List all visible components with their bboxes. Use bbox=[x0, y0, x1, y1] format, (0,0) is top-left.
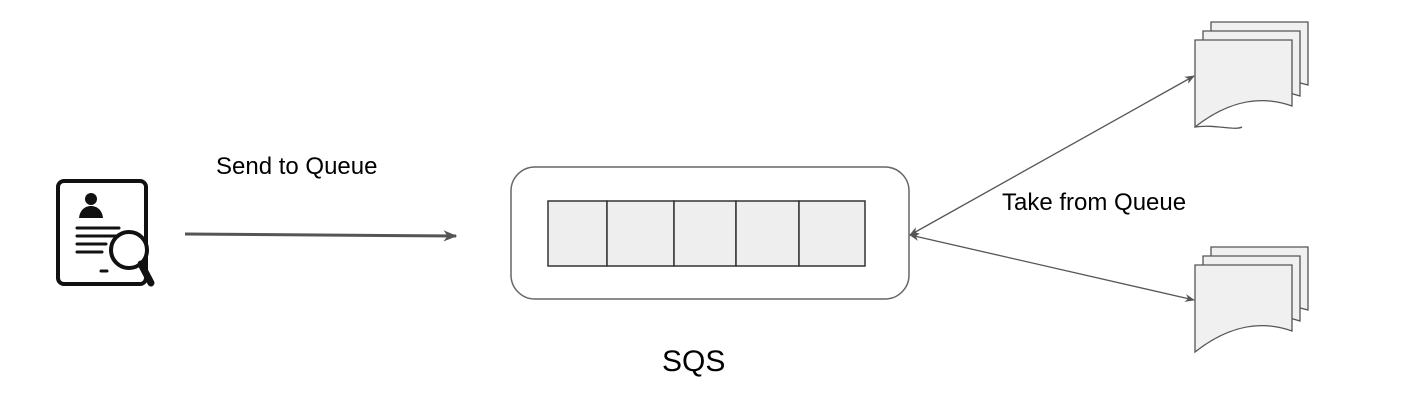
sqs-label: SQS bbox=[662, 345, 726, 378]
take-arrow-top bbox=[909, 75, 1195, 236]
take-arrow-bottom bbox=[909, 233, 1195, 302]
queue-slot bbox=[547, 200, 608, 267]
queue-slots bbox=[547, 200, 866, 267]
queue-slot bbox=[798, 200, 866, 267]
document-stack-icon bbox=[1193, 21, 1309, 129]
queue-slot bbox=[606, 200, 675, 267]
queue-slot bbox=[735, 200, 800, 267]
resume-search-icon bbox=[56, 179, 155, 287]
queue-slot bbox=[673, 200, 737, 267]
take-from-queue-label: Take from Queue bbox=[1002, 189, 1187, 216]
send-to-queue-label: Send to Queue bbox=[216, 153, 378, 180]
document-stack-icon bbox=[1194, 246, 1309, 354]
send-arrow bbox=[184, 230, 458, 242]
